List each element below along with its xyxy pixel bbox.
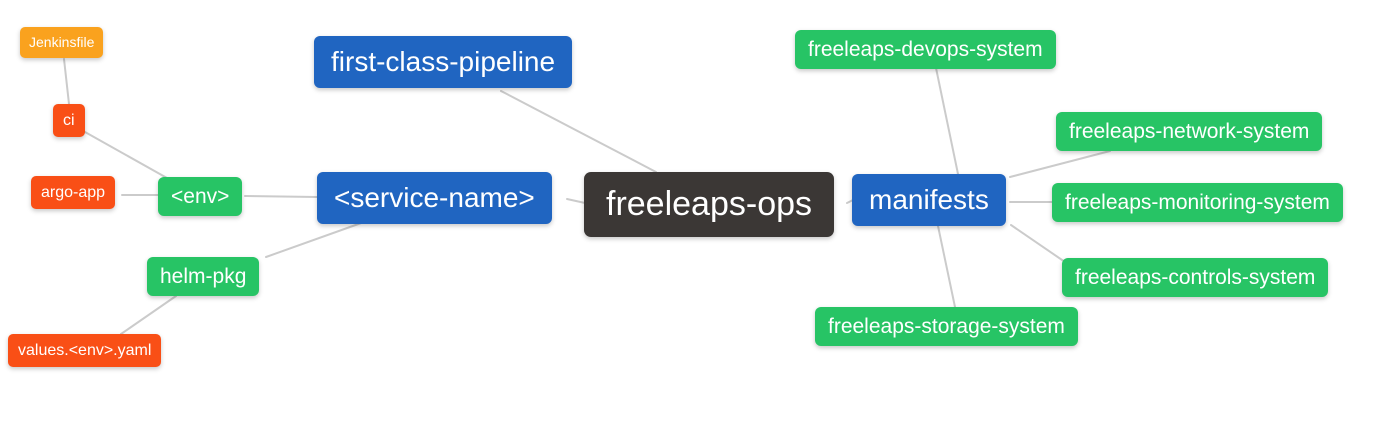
node-env[interactable]: <env> <box>158 177 243 217</box>
node-service-name[interactable]: <service-name> <box>317 172 552 224</box>
node-ci[interactable]: ci <box>53 104 85 138</box>
edge-env-service-name <box>244 195 318 198</box>
node-helm-pkg[interactable]: helm-pkg <box>147 257 260 297</box>
edge-jenkinsfile-ci <box>63 58 70 105</box>
edge-manifests-storage <box>937 225 956 308</box>
node-freeleaps-network-system[interactable]: freeleaps-network-system <box>1056 112 1323 152</box>
node-jenkinsfile[interactable]: Jenkinsfile <box>20 27 104 58</box>
edge-manifests-network <box>1009 150 1111 178</box>
node-argo-app[interactable]: argo-app <box>31 176 116 210</box>
node-values-env-yaml[interactable]: values.<env>.yaml <box>8 334 162 368</box>
edge-manifests-controls <box>1010 224 1066 263</box>
edge-manifests-devops <box>935 67 959 175</box>
node-freeleaps-devops-system[interactable]: freeleaps-devops-system <box>795 30 1056 70</box>
node-freeleaps-ops[interactable]: freeleaps-ops <box>584 172 835 237</box>
node-first-class-pipeline[interactable]: first-class-pipeline <box>314 36 573 88</box>
node-freeleaps-storage-system[interactable]: freeleaps-storage-system <box>815 307 1078 347</box>
edge-pipeline-ops <box>500 90 657 173</box>
edge-values-helm-pkg <box>120 295 177 335</box>
node-freeleaps-controls-system[interactable]: freeleaps-controls-system <box>1062 258 1329 298</box>
node-freeleaps-monitoring-system[interactable]: freeleaps-monitoring-system <box>1052 183 1343 223</box>
edge-service-name-ops <box>566 198 586 204</box>
edge-ci-env <box>84 131 168 179</box>
node-manifests[interactable]: manifests <box>852 174 1006 226</box>
edge-helm-pkg-service-name <box>265 221 365 258</box>
